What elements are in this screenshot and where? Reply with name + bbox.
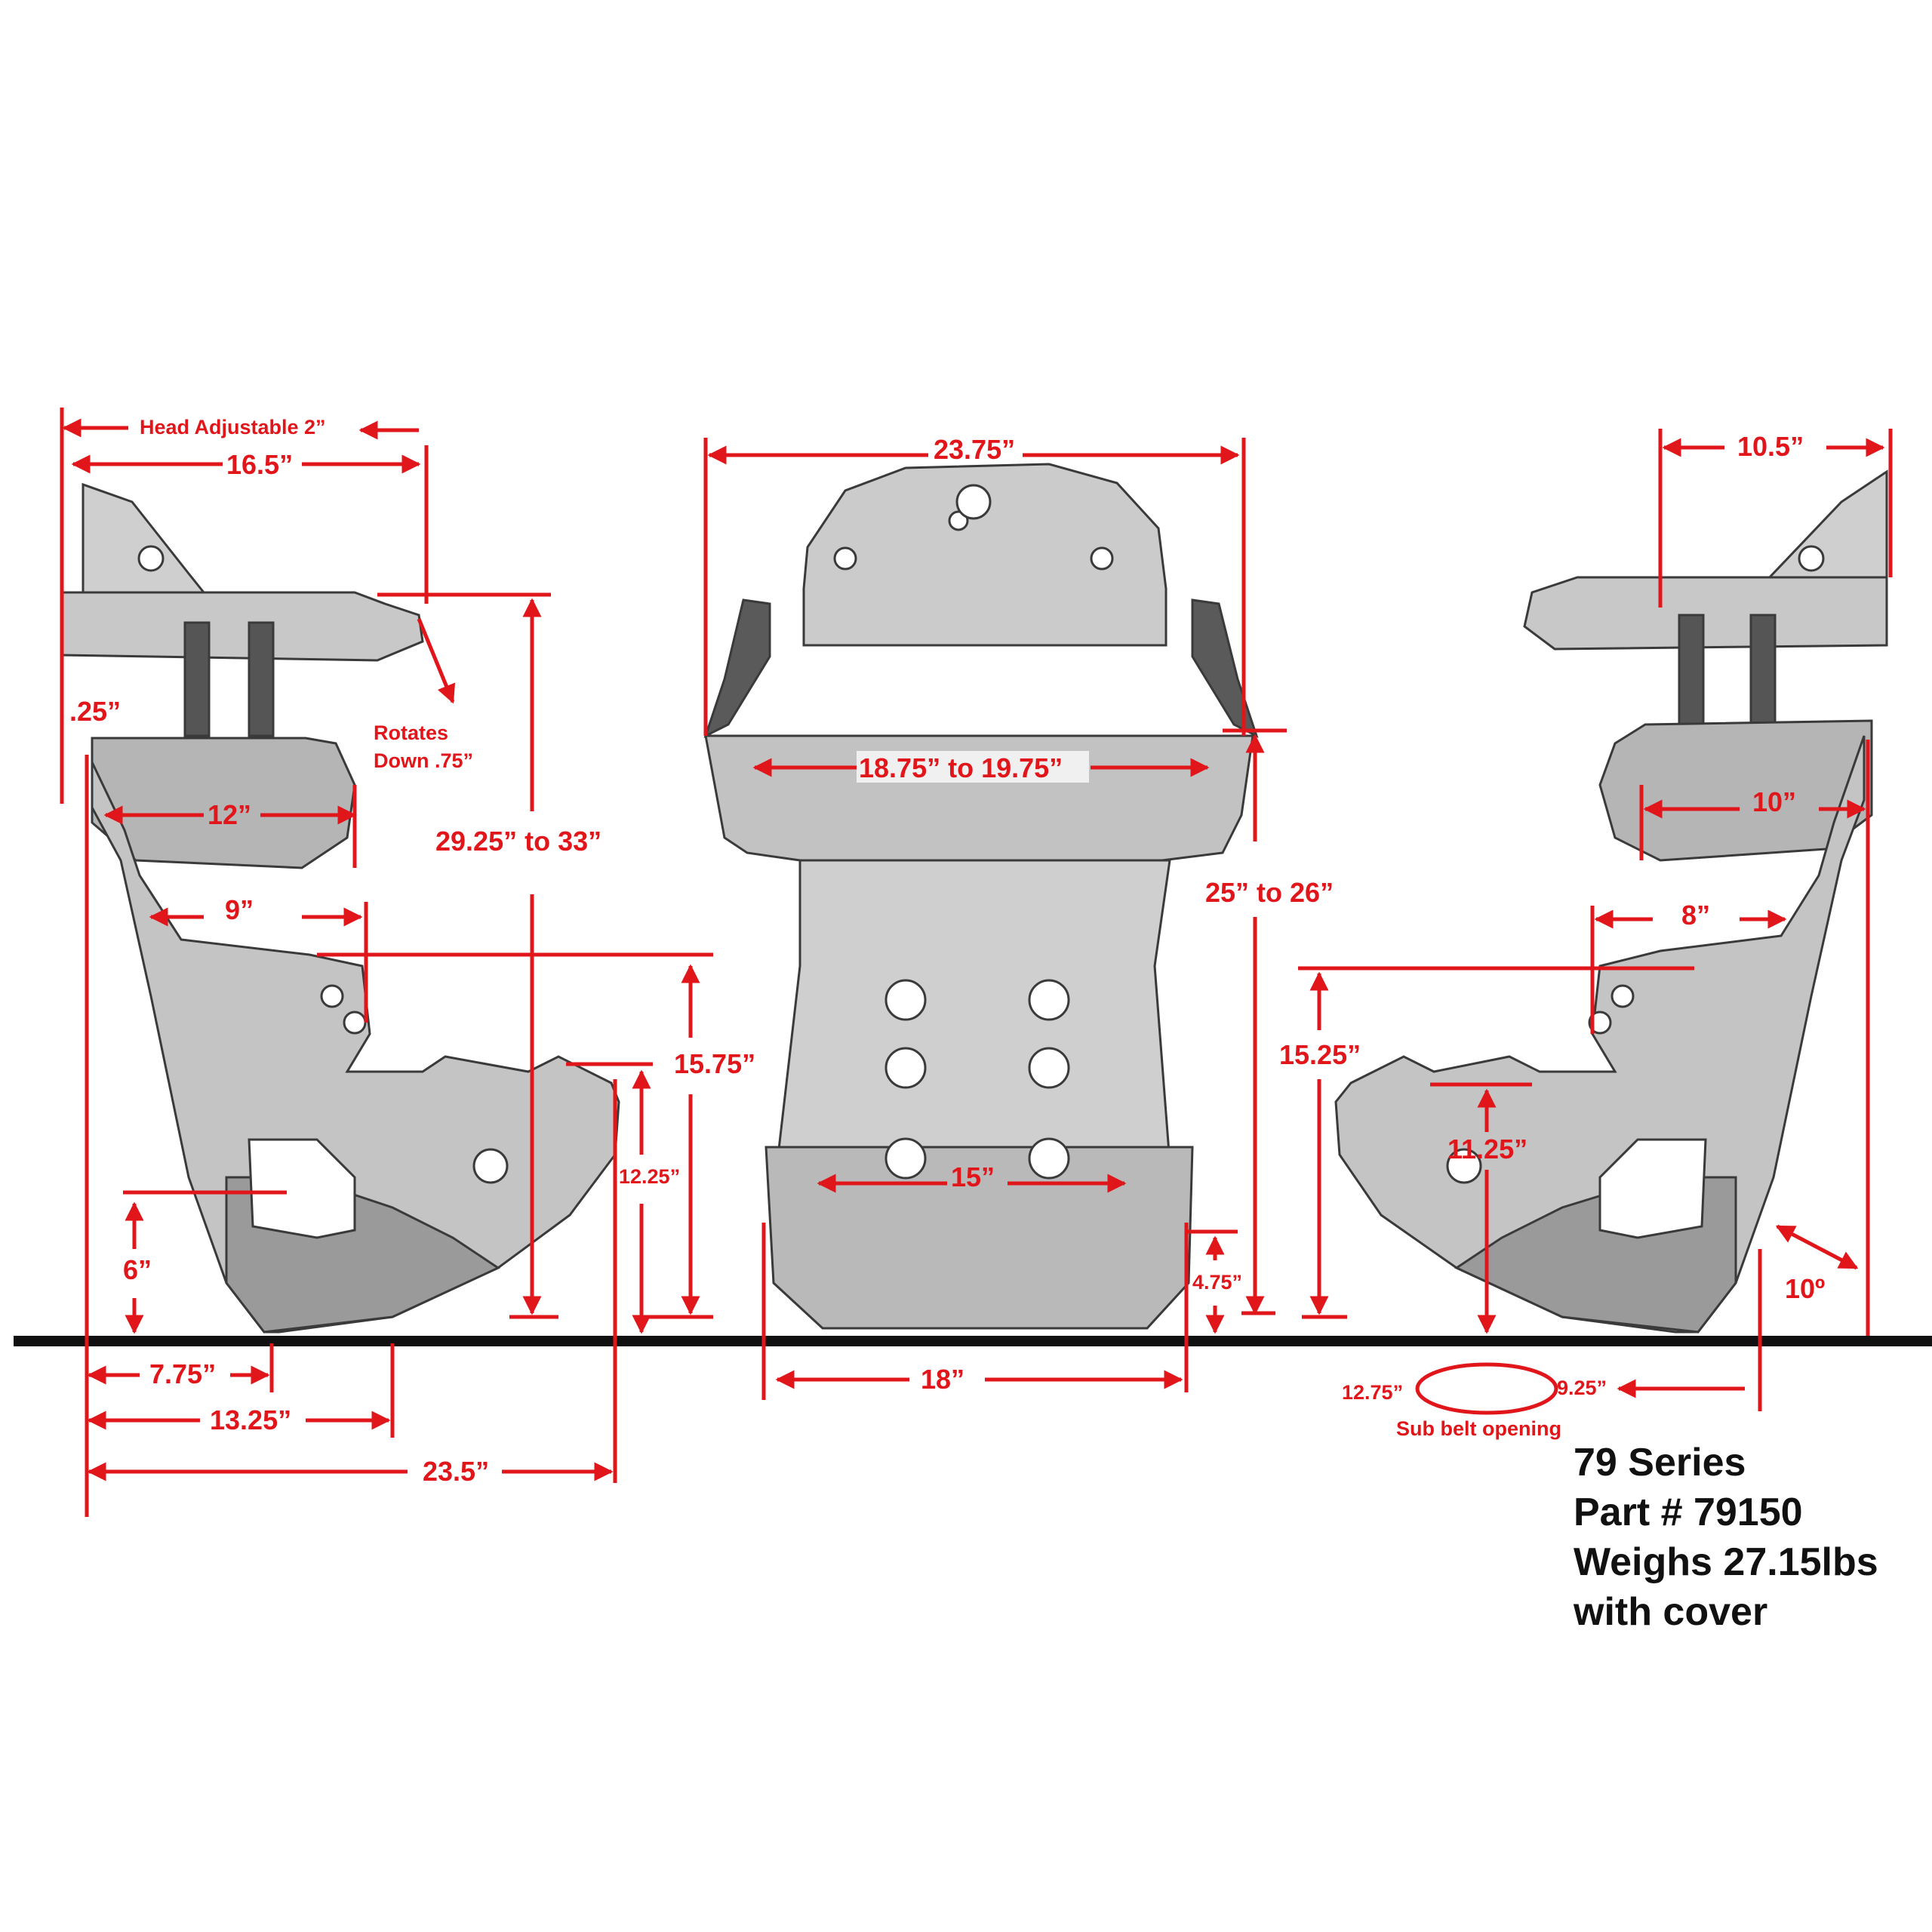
part-number-label: Part # 79150 xyxy=(1574,1491,1803,1534)
sub-belt-length-label: 12.75” xyxy=(1342,1381,1403,1404)
bottom-height-label: 4.75” xyxy=(1192,1271,1242,1294)
center-hole xyxy=(833,546,857,571)
center-headrest-post xyxy=(1191,598,1259,738)
sub-belt-opening-ellipse xyxy=(1415,1362,1558,1415)
base-width-label: 18” xyxy=(921,1364,964,1395)
center-hole xyxy=(1028,1047,1070,1089)
shoulder-width-label: 12” xyxy=(208,799,251,830)
right-view-labels: 10.5” 10” 8” 15.25” 11.25” 10º 12.75” 9.… xyxy=(1279,431,1825,1440)
recline-angle-label: 10º xyxy=(1785,1273,1825,1304)
left-view-labels: Head Adjustable 2” 16.5” .25” Rotates Do… xyxy=(69,411,755,1487)
rib-height-label: 15.25” xyxy=(1279,1039,1361,1070)
right-belt-window xyxy=(1598,1138,1707,1239)
left-headrest-bracket xyxy=(60,591,424,662)
right-hole xyxy=(1446,1148,1482,1184)
top-width-label: 23.75” xyxy=(934,434,1015,465)
dimension-lines xyxy=(60,408,1893,1517)
left-side-view xyxy=(60,482,620,1334)
product-info: 79 Series Part # 79150 Weighs 27.15lbs w… xyxy=(1574,1438,1878,1637)
belt-height-label: 6” xyxy=(123,1254,152,1285)
sub-belt-label: Sub belt opening xyxy=(1396,1417,1561,1440)
thigh-height-label: 11.25” xyxy=(1447,1134,1527,1164)
right-headrest-post xyxy=(1678,614,1705,737)
center-hole xyxy=(1028,1137,1070,1180)
seat-to-bottom-label: 7.75” xyxy=(149,1358,216,1389)
dim-rotates xyxy=(417,618,456,704)
rib-depth-label: 8” xyxy=(1681,900,1710,931)
center-hole xyxy=(884,1137,927,1180)
shoulder-width-center-label: 18.75” to 19.75” xyxy=(859,752,1063,783)
shoulder-depth-label: 10” xyxy=(1752,786,1796,817)
right-shoulder-support xyxy=(1598,719,1873,862)
rib-width-label: 9” xyxy=(225,894,254,925)
label-bg xyxy=(857,751,1089,783)
left-hole xyxy=(137,545,165,572)
center-view-labels: 23.75” 18.75” to 19.75” 25” to 26” 15” 4… xyxy=(857,434,1334,1395)
left-headrest-post xyxy=(248,621,275,737)
back-height-label: 25” to 26” xyxy=(1205,877,1334,908)
center-hole xyxy=(948,510,969,531)
right-hole xyxy=(1611,984,1635,1008)
left-hole xyxy=(320,984,344,1008)
overall-height-label: 29.25” to 33” xyxy=(435,826,601,857)
knee-height-label: 12.25” xyxy=(619,1165,680,1188)
headrest-width-label: 16.5” xyxy=(226,449,293,480)
series-label: 79 Series xyxy=(1574,1441,1746,1484)
rotates-down-label: Down .75” xyxy=(374,749,473,772)
right-headrest-bracket xyxy=(1523,576,1888,651)
center-front-view xyxy=(703,463,1259,1330)
right-headrest-post xyxy=(1749,614,1777,737)
center-back xyxy=(776,859,1171,1164)
center-hole xyxy=(1090,546,1114,571)
right-hole xyxy=(1588,1011,1612,1035)
headrest-depth-label: 10.5” xyxy=(1737,431,1804,462)
dim-recline-angle xyxy=(1775,1224,1859,1270)
center-seat xyxy=(764,1146,1194,1330)
center-headrest-post xyxy=(703,598,771,738)
center-hole xyxy=(884,1047,927,1089)
left-hole xyxy=(472,1148,509,1184)
rotates-label: Rotates xyxy=(374,721,448,744)
left-hole xyxy=(343,1011,367,1035)
left-headrest-wing xyxy=(82,482,207,594)
label-bg xyxy=(132,411,358,440)
left-belt-window xyxy=(248,1138,356,1239)
head-adjustable-label: Head Adjustable 2” xyxy=(140,416,326,438)
right-side-view xyxy=(1334,469,1888,1334)
offset-label: .25” xyxy=(69,696,121,727)
right-headrest-wing xyxy=(1763,469,1888,583)
weight-label: Weighs 27.15lbs xyxy=(1574,1540,1878,1584)
overall-depth-label: 23.5” xyxy=(423,1456,489,1487)
ground-line xyxy=(14,1336,1932,1346)
center-hole xyxy=(955,484,992,520)
left-headrest-post xyxy=(183,621,211,737)
center-headrest xyxy=(802,463,1168,647)
right-hole xyxy=(1798,545,1825,572)
sub-belt-width-label: 9.25” xyxy=(1557,1377,1607,1399)
hip-width-label: 15” xyxy=(951,1161,995,1192)
shoulder-height-label: 15.75” xyxy=(674,1048,755,1079)
seat-front-label: 13.25” xyxy=(210,1404,291,1435)
center-hole xyxy=(1028,979,1070,1021)
center-hole xyxy=(884,979,927,1021)
cover-label: with cover xyxy=(1574,1590,1768,1634)
